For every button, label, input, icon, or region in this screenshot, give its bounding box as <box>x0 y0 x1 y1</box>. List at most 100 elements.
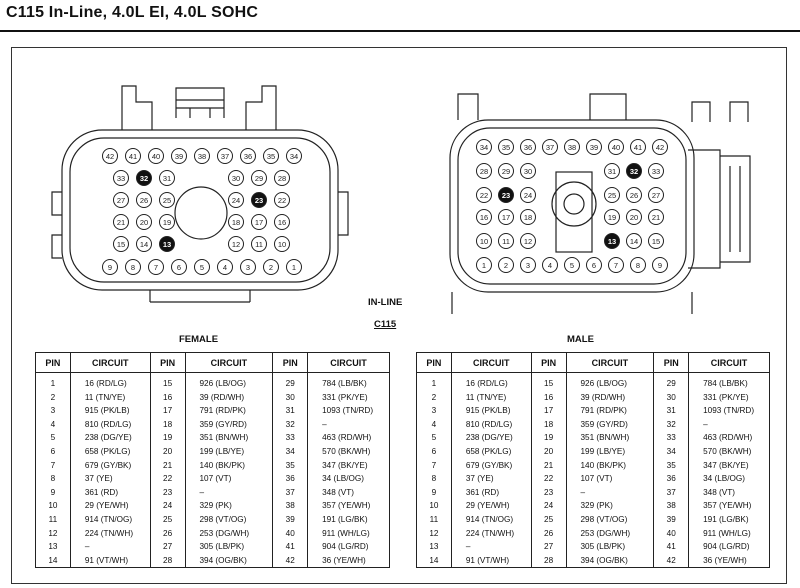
pin-cell: 29 <box>272 372 309 391</box>
pin-cell: 42 <box>653 553 690 569</box>
pin-circle <box>476 139 492 155</box>
pin-number: 3 <box>246 263 250 272</box>
circuit-cell: 298 (VT/OG) <box>565 512 655 527</box>
pin-circle <box>630 257 646 273</box>
pin-cell: 15 <box>530 372 567 391</box>
pin-number: 30 <box>232 174 240 183</box>
circuit-cell: 348 (VT) <box>307 485 390 500</box>
pin-cell: 10 <box>35 499 71 513</box>
pin-circle <box>274 236 290 252</box>
pin-cell: 36 <box>272 472 309 486</box>
pin-circle <box>148 259 164 275</box>
pin-number: 12 <box>232 240 240 249</box>
pin-circle <box>251 236 267 252</box>
pin-circle <box>564 257 580 273</box>
pin-number: 16 <box>278 218 286 227</box>
pin-circle <box>159 236 175 252</box>
circuit-cell: 36 (YE/WH) <box>688 553 770 569</box>
circuit-cell: 926 (LB/OG) <box>184 372 274 391</box>
pin-cell: 35 <box>653 458 690 473</box>
pin-number: 23 <box>502 191 510 200</box>
pin-circle <box>159 170 175 186</box>
pin-cell: 40 <box>272 526 309 541</box>
pin-header: PIN <box>653 352 690 373</box>
pin-number: 29 <box>255 174 263 183</box>
pin-circle <box>604 187 620 203</box>
pin-number: 9 <box>658 261 662 270</box>
pin-cell: 2 <box>35 390 71 405</box>
circuit-cell: 305 (LB/PK) <box>565 540 655 554</box>
pin-cell: 11 <box>35 512 71 527</box>
pin-cell: 37 <box>272 485 309 500</box>
pin-number: 33 <box>117 174 125 183</box>
pin-circle <box>630 139 646 155</box>
circuit-cell: 329 (PK) <box>184 499 274 513</box>
pin-cell: 3 <box>35 404 71 418</box>
pin-circle <box>102 148 118 164</box>
pin-circle <box>520 187 536 203</box>
pin-number: 41 <box>129 152 137 161</box>
pin-circle <box>136 170 152 186</box>
circuit-cell: 359 (GY/RD) <box>184 417 274 432</box>
pin-circle <box>286 259 302 275</box>
pin-circle <box>194 148 210 164</box>
circuit-cell: 91 (VT/WH) <box>69 553 151 569</box>
pin-cell: 8 <box>35 472 71 486</box>
pin-number: 15 <box>117 240 125 249</box>
pin-cell: 40 <box>653 526 690 541</box>
pin-number: 8 <box>131 263 135 272</box>
pin-cell: 30 <box>272 390 309 405</box>
circuit-cell: 16 (RD/LG) <box>69 372 151 391</box>
pin-circle <box>194 259 210 275</box>
circuit-cell: 784 (LB/BK) <box>688 372 770 391</box>
pin-circle <box>125 259 141 275</box>
pin-number: 16 <box>480 213 488 222</box>
pin-circle <box>626 187 642 203</box>
circuit-header: CIRCUIT <box>565 352 655 373</box>
pin-cell: 22 <box>149 472 186 486</box>
circuit-cell: 191 (LG/BK) <box>307 512 390 527</box>
circuit-cell: 37 (YE) <box>69 472 151 486</box>
pin-cell: 19 <box>149 431 186 445</box>
pin-cell: 4 <box>416 417 452 432</box>
circuit-cell: 915 (PK/LB) <box>450 404 532 418</box>
pin-circle <box>251 214 267 230</box>
pin-number: 6 <box>592 261 596 270</box>
circuit-cell: 39 (RD/WH) <box>565 390 655 405</box>
pin-circle <box>498 187 514 203</box>
pin-number: 38 <box>198 152 206 161</box>
pin-number: 7 <box>614 261 618 270</box>
pin-circle <box>564 139 580 155</box>
pin-cell: 42 <box>272 553 309 569</box>
circuit-cell: 351 (BN/WH) <box>565 431 655 445</box>
pin-cell: 9 <box>416 485 452 500</box>
pin-number: 17 <box>255 218 263 227</box>
pin-circle <box>263 148 279 164</box>
pin-cell: 11 <box>416 512 452 527</box>
pin-circle <box>586 139 602 155</box>
circuit-cell: 238 (DG/YE) <box>450 431 532 445</box>
pin-circle <box>228 214 244 230</box>
pin-cell: 17 <box>149 404 186 418</box>
pin-cell: 16 <box>149 390 186 405</box>
pin-circle <box>648 187 664 203</box>
connector-id-label: C115 <box>374 319 397 330</box>
pin-number: 2 <box>504 261 508 270</box>
circuit-cell: 791 (RD/PK) <box>565 404 655 418</box>
pin-circle <box>217 148 233 164</box>
pin-cell: 12 <box>35 526 71 541</box>
pin-cell: 6 <box>416 444 452 459</box>
pin-cell: 5 <box>416 431 452 445</box>
pin-number: 24 <box>524 191 532 200</box>
circuit-cell: 329 (PK) <box>565 499 655 513</box>
pin-number: 23 <box>255 196 263 205</box>
pin-number: 35 <box>267 152 275 161</box>
pin-circle <box>520 163 536 179</box>
